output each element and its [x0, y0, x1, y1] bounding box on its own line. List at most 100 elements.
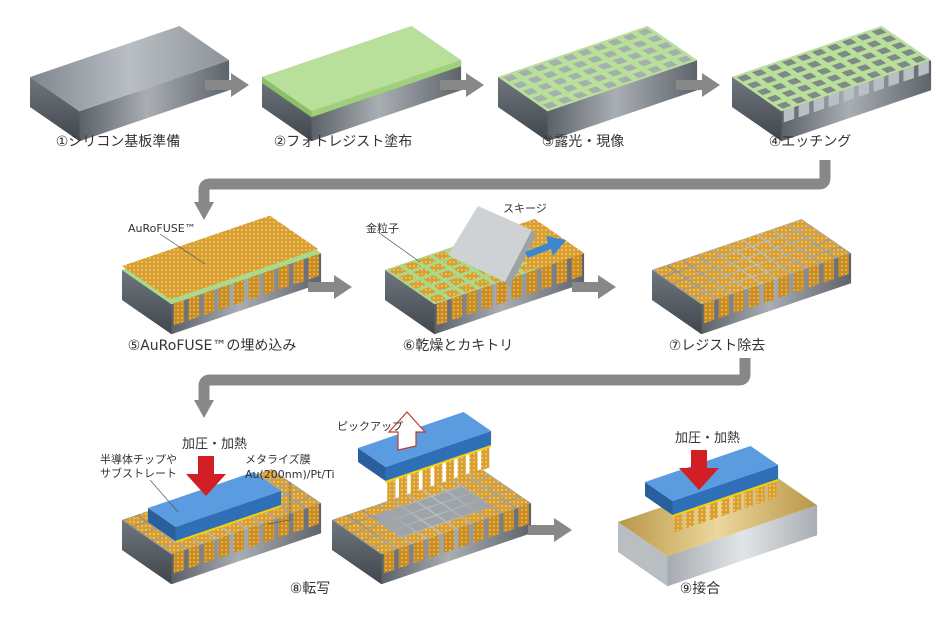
step8-right-gold-pillar	[428, 534, 440, 559]
step-6-label: ⑥乾燥とカキトリ	[402, 338, 514, 354]
step5-filled-pillar	[233, 279, 245, 306]
step8-right-cell	[353, 529, 376, 540]
step9-bonded-bump	[685, 509, 695, 529]
step7-gold-bump	[783, 231, 805, 243]
step4-etched-pit	[866, 71, 882, 79]
step3-exposed-opening	[677, 55, 693, 63]
step4-etched-pit	[891, 42, 907, 50]
step8-chip-top-face	[148, 472, 282, 527]
step6-gold-cell	[388, 266, 407, 276]
step3-exposed-opening	[592, 43, 608, 51]
step-5-label: ⑤AuRoFUSE™の埋め込み	[127, 338, 297, 354]
step9-bonded-bump	[768, 481, 777, 501]
step7-gold-bump	[797, 257, 820, 268]
step5-filled-pillar	[263, 269, 274, 295]
step7-gold-pillar	[733, 289, 745, 314]
step-1-label: ①シリコン基板準備	[55, 134, 181, 150]
step3-exposed-opening	[567, 72, 583, 80]
step8-chip	[148, 472, 282, 543]
step8-right-cell	[492, 502, 515, 513]
step8-right-cell	[507, 497, 530, 508]
step3-exposed-opening	[642, 47, 658, 55]
step8-right-cell	[383, 519, 406, 530]
step3-exposed-opening	[577, 48, 593, 56]
step8-right-cell	[438, 479, 461, 491]
step3-exposed-opening	[532, 94, 548, 102]
step8-left-gold-pillar	[203, 539, 215, 564]
step7-gold-bump	[738, 246, 761, 258]
arrow-step8-to-9	[528, 518, 572, 542]
step2-photoresist-top	[262, 26, 462, 112]
step6-gold-cell	[453, 264, 472, 274]
metallize-callout-line1: メタライズ膜	[245, 453, 311, 466]
step8-right-cell	[478, 476, 500, 488]
step7-gold-pillar	[703, 299, 715, 324]
step8-right-cell	[448, 486, 470, 498]
arrow-step5-to-6	[308, 275, 352, 299]
step3-exposed-opening	[617, 76, 633, 84]
step8-right-cell	[378, 500, 401, 511]
step8-right-cell	[418, 496, 441, 508]
step8-substrate-right-left-face	[332, 520, 382, 585]
step3-exposed-opening	[667, 48, 683, 57]
step5-filled-pillar	[203, 289, 215, 316]
step4-etched-pit	[821, 55, 837, 63]
step6-gold-cell	[428, 263, 447, 272]
step8-left-gold-pillar	[278, 514, 289, 538]
step8-right-cell	[462, 512, 485, 523]
step3-exposed-opening	[542, 70, 558, 79]
step8-left-gold-bump	[153, 536, 176, 547]
step8-left-gold-bump	[207, 527, 230, 539]
step8-left-gold-pillar	[233, 529, 245, 554]
step3-exposed-opening	[587, 55, 603, 63]
step3-exposed-opening	[537, 82, 553, 91]
step8-right-cell	[497, 490, 520, 501]
step8-transferred-bump	[387, 479, 396, 503]
step3-exposed-opening	[617, 45, 633, 53]
gold-particles-leader-line	[377, 231, 421, 263]
step8-right-cell	[373, 512, 396, 523]
step8-right-cell	[467, 500, 490, 511]
step5-aurofuse-paste	[122, 215, 319, 300]
step4-etched-pit	[856, 64, 872, 72]
step7-gold-bump	[728, 240, 751, 251]
step7-gold-bump	[758, 229, 781, 241]
step7-gold-bump	[708, 257, 731, 268]
step7-gold-bump	[807, 233, 830, 244]
step9-bonded-bump	[674, 513, 683, 533]
step8-left-gold-bump	[268, 476, 290, 488]
step6-gold-cell	[463, 271, 481, 281]
step7-gold-bump	[698, 281, 721, 292]
step3-exposed-opening	[587, 86, 603, 94]
step4-etched-pit	[841, 38, 857, 46]
step6-gold-cell	[443, 288, 461, 298]
step4-etched-pit	[816, 67, 832, 75]
metallize-callout-line2: Au(200nm)/Pt/Ti	[245, 468, 335, 481]
step6-gold-cell	[403, 261, 422, 271]
step8-right-gold-pillar	[503, 509, 514, 533]
step8-substrate-left-left-face	[122, 520, 172, 585]
step4-etched-pit	[736, 74, 752, 82]
step8-transferred-bump	[445, 459, 455, 483]
step7-gold-pillar	[838, 253, 849, 278]
step8-transferred-bump	[481, 447, 490, 471]
step3-exposed-opening	[602, 81, 618, 89]
step8-left-gold-bump	[163, 542, 185, 554]
step6-gold-cell	[428, 293, 446, 303]
step7-gold-bump	[767, 267, 790, 278]
step7-gold-bump	[698, 250, 721, 261]
step8-left-gold-bump	[193, 532, 215, 544]
step3-exposed-opening	[622, 64, 638, 72]
step4-etched-pit	[806, 91, 822, 99]
step8-right-gold-pillar	[383, 549, 395, 574]
step6-gold-cell	[408, 280, 427, 289]
step6-gold-cell	[413, 268, 432, 277]
gold-particles-callout: 金粒子	[366, 222, 399, 235]
arrow-step6-to-7	[572, 275, 616, 299]
step7-gold-bump	[693, 292, 715, 304]
step8-left-gold-pillar	[248, 524, 260, 548]
step3-exposed-opening	[622, 33, 638, 41]
step4-etched-pit	[781, 89, 797, 97]
step8-picked-chip-left-face	[358, 448, 386, 481]
step8-substrate-right	[332, 469, 532, 585]
